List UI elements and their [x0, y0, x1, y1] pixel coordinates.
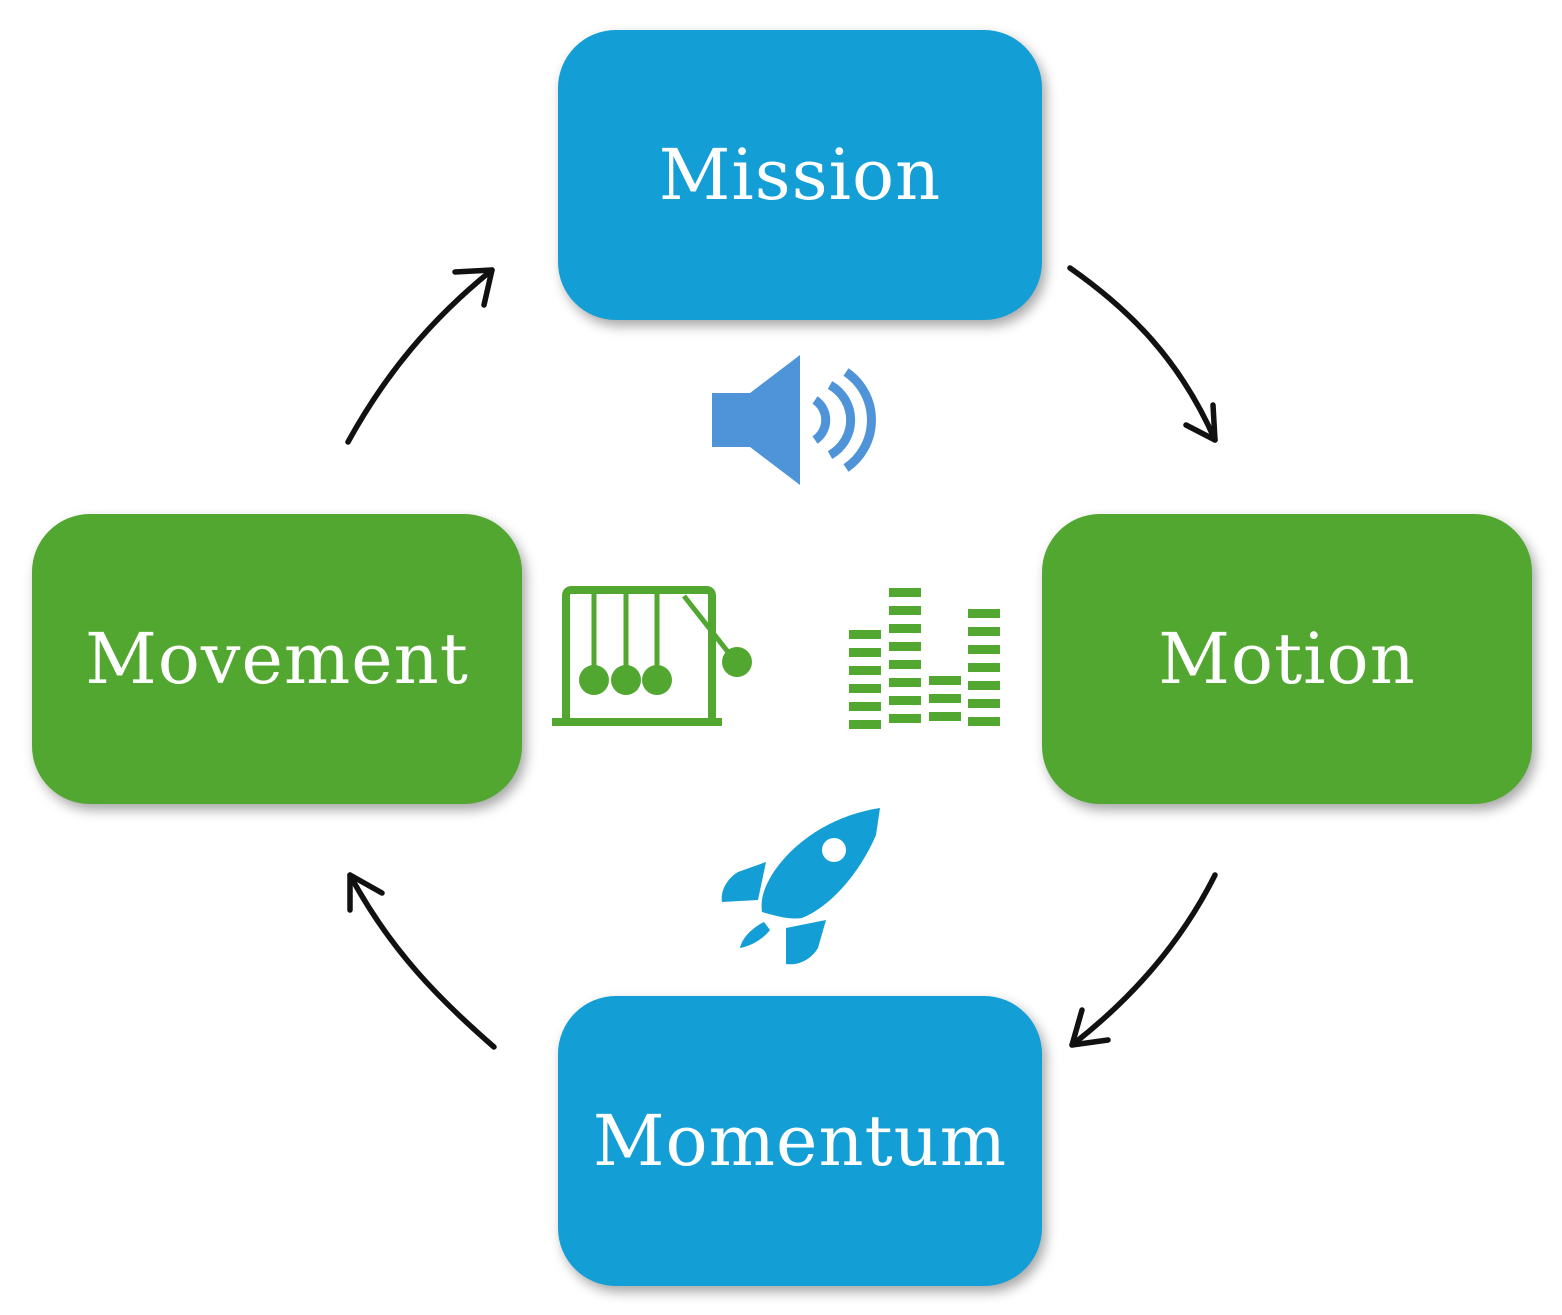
momentum-label: Momentum — [592, 1100, 1008, 1182]
mission-node: Mission — [558, 30, 1042, 320]
arrow-mission-to-motion — [1067, 265, 1218, 443]
mission-label: Mission — [658, 134, 942, 216]
arrow-momentum-to-movement — [347, 872, 497, 1050]
arrow-movement-to-mission — [345, 267, 495, 445]
movement-node: Movement — [32, 514, 522, 804]
arrowhead-movement-to-mission — [452, 267, 495, 308]
arrowhead-momentum-to-movement — [347, 872, 385, 913]
speaker-icon — [712, 355, 876, 485]
motion-node: Motion — [1042, 514, 1532, 804]
arrowhead-motion-to-momentum — [1069, 1007, 1111, 1048]
rocket-icon — [721, 808, 880, 965]
movement-label: Movement — [85, 618, 469, 700]
arrow-motion-to-momentum — [1069, 872, 1218, 1048]
arrowhead-mission-to-motion — [1183, 402, 1218, 443]
equalizer-icon — [849, 588, 1000, 729]
newtons-cradle-icon — [552, 586, 752, 726]
momentum-node: Momentum — [558, 996, 1042, 1286]
motion-label: Motion — [1158, 618, 1416, 700]
